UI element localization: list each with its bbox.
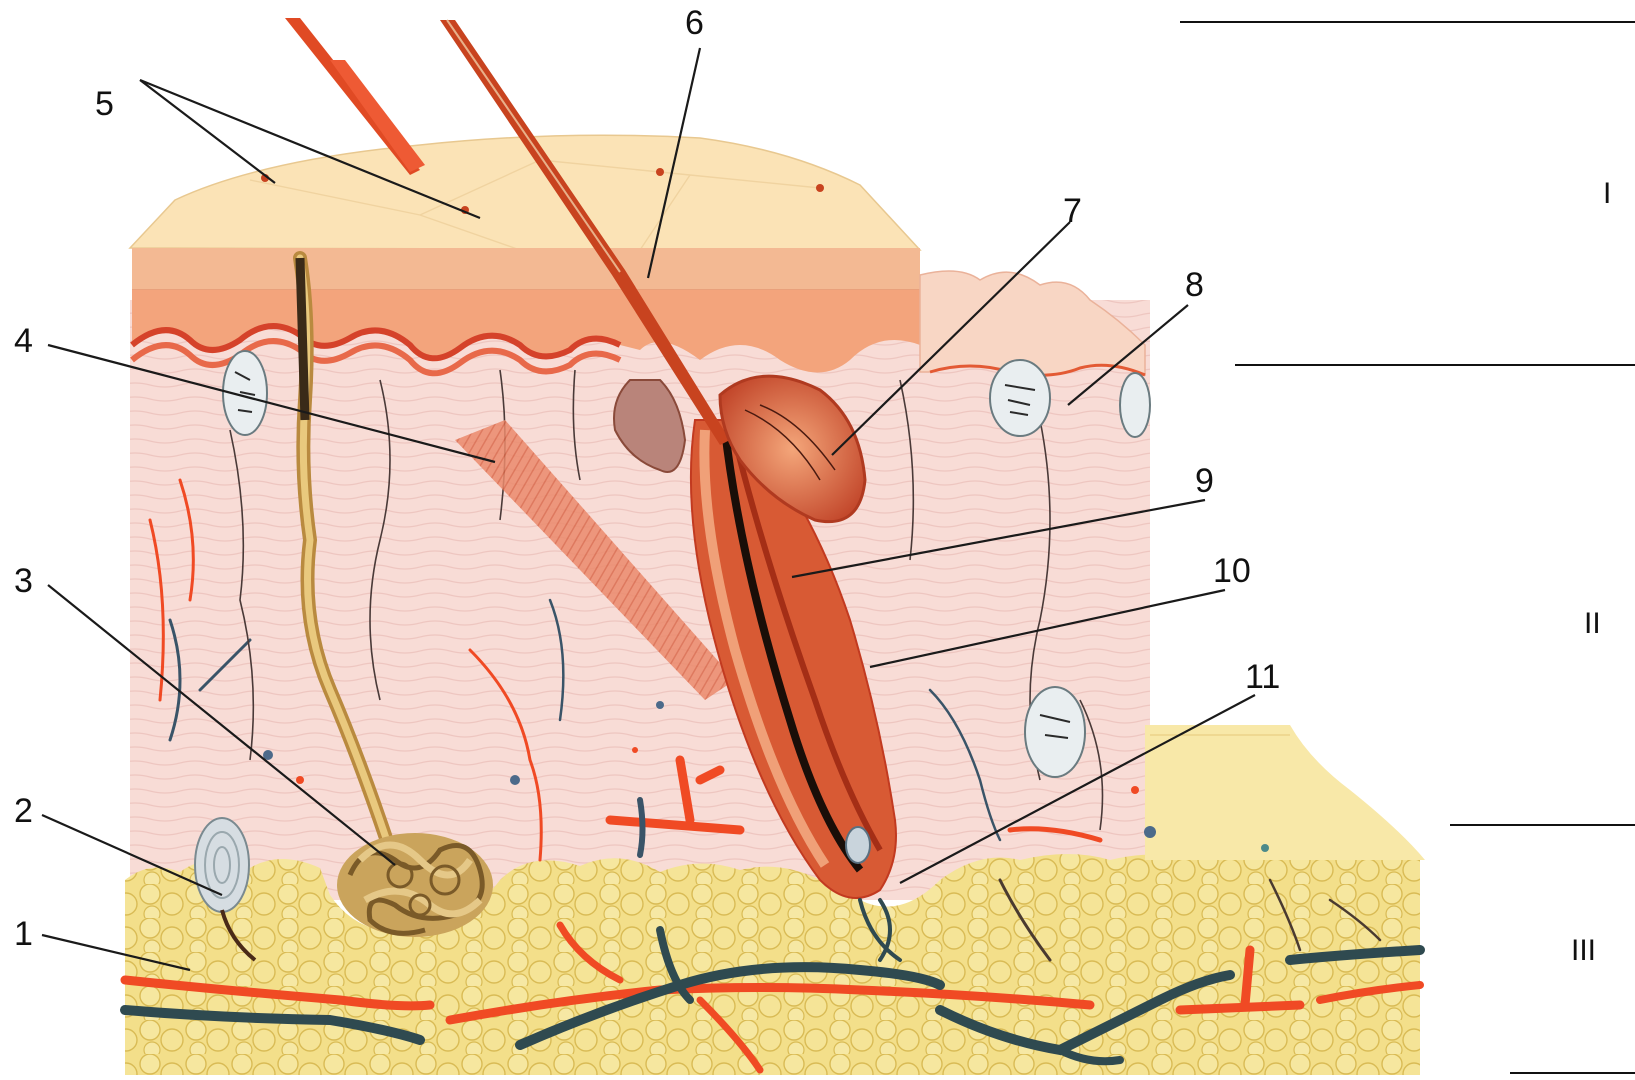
label-8: 8 (1185, 266, 1204, 304)
label-9: 9 (1195, 462, 1214, 500)
label-1: 1 (14, 915, 33, 953)
nerve-corpuscle (1120, 373, 1150, 437)
sweat-gland-coil (337, 833, 493, 937)
label-4: 4 (14, 322, 33, 360)
nerve-corpuscle (990, 360, 1050, 436)
layer-label-II: II (1584, 607, 1601, 640)
layer-label-I: I (1603, 177, 1611, 210)
label-11: 11 (1245, 658, 1280, 696)
label-5: 5 (95, 85, 114, 123)
label-7: 7 (1063, 192, 1082, 230)
label-6: 6 (685, 4, 704, 42)
label-3: 3 (14, 562, 33, 600)
layer-label-III: III (1571, 934, 1596, 967)
layer-labels: I II III (1571, 177, 1611, 967)
epidermis-layer (130, 135, 1145, 375)
nerve-corpuscle (1025, 687, 1085, 777)
label-10: 10 (1213, 552, 1251, 590)
label-2: 2 (14, 792, 33, 830)
